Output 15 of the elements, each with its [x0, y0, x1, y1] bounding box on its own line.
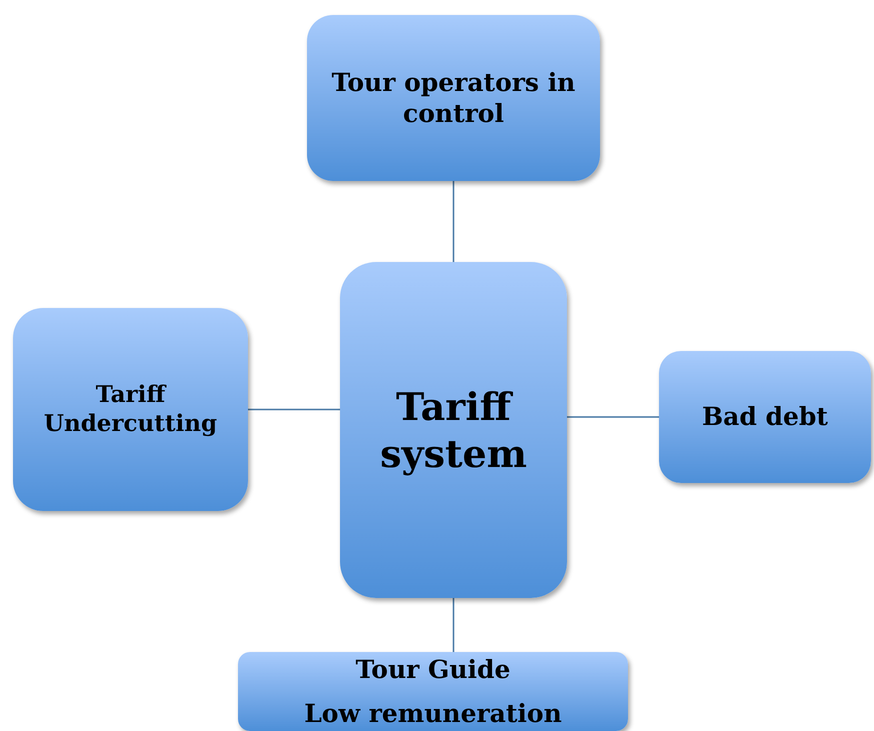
box-text: Tour operators in control [330, 66, 576, 130]
rounded-box [340, 262, 567, 598]
box-text: Tour Guide [356, 654, 510, 686]
box-text: Low remuneration [304, 698, 562, 729]
rounded-box [307, 15, 600, 181]
rounded-box [13, 308, 248, 511]
rounded-box [659, 351, 871, 483]
connector-line [567, 416, 659, 418]
connector-line [248, 408, 340, 410]
rounded-box [238, 652, 628, 731]
box-text: Tariff Undercutting [42, 380, 218, 438]
connector-line [452, 598, 454, 652]
connector-line [452, 181, 454, 262]
box-text: Tariff system [379, 382, 528, 478]
box-text: Bad debt [702, 401, 828, 433]
